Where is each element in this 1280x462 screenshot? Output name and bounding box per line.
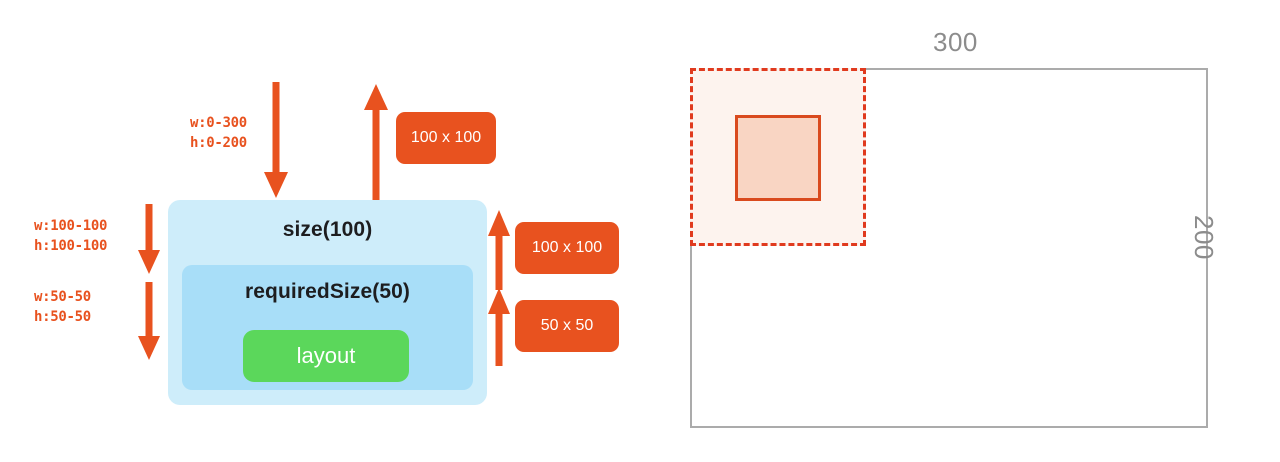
laid-out-content-square: [735, 115, 821, 201]
layout-button[interactable]: layout: [243, 330, 409, 382]
constraint-width-line: w:0-300: [190, 115, 247, 131]
constraint-height-line: h:100-100: [34, 238, 108, 255]
constraint-width-line: w:100-100: [34, 218, 108, 234]
constraint-height-line: h:50-50: [34, 309, 91, 326]
badge-result-top: 100 x 100: [396, 112, 496, 164]
arrow-up-inner-result: [488, 288, 510, 366]
container-height-label: 200: [1189, 215, 1219, 260]
container-rectangle: [690, 68, 1208, 428]
size-box-label: size(100): [282, 218, 373, 241]
arrow-down-incoming: [264, 82, 288, 198]
constraint-height-line: h:0-200: [190, 135, 247, 152]
constraint-outer-to-inner: w:100-100 h:100-100: [34, 216, 107, 257]
constraint-width-line: w:50-50: [34, 289, 91, 305]
badge-result-inner: 50 x 50: [515, 300, 619, 352]
arrow-down-inner-to-layout: [138, 282, 160, 360]
constraint-incoming-top: w:0-300 h:0-200: [190, 113, 247, 154]
constraint-inner-to-layout: w:50-50 h:50-50: [34, 287, 91, 328]
arrow-down-outer-to-inner: [138, 204, 160, 274]
container-width-label: 300: [933, 27, 978, 57]
arrow-up-outer-result: [488, 210, 510, 290]
badge-result-outer: 100 x 100: [515, 222, 619, 274]
arrow-up-top-result: [364, 84, 388, 200]
required-size-box-label: requiredSize(50): [245, 280, 410, 303]
